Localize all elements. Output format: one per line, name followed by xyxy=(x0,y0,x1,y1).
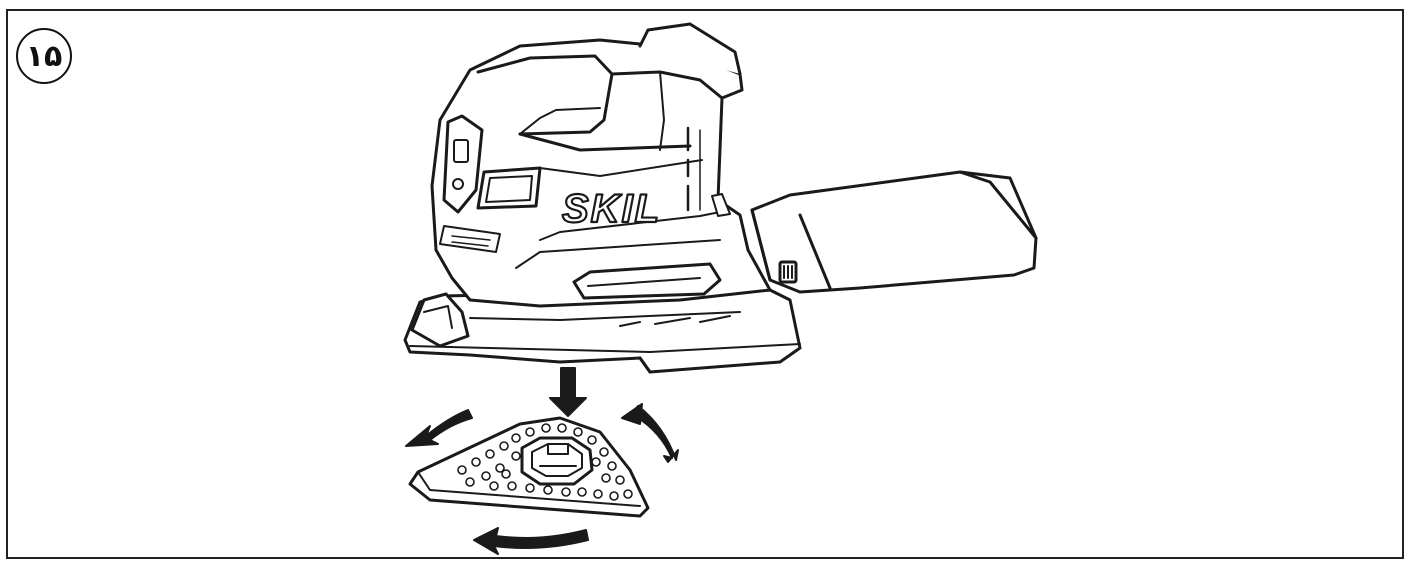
dust-canister xyxy=(750,170,1038,294)
arrow-down-icon xyxy=(549,367,587,417)
front-clamp xyxy=(410,292,470,348)
sander-body xyxy=(430,22,772,308)
brand-label: SKIL xyxy=(562,187,661,231)
step-number: ۱۵ xyxy=(25,38,63,74)
rotate-arrows-icon xyxy=(405,403,679,555)
sanding-pad xyxy=(408,416,650,518)
step-number-badge: ۱۵ xyxy=(16,28,72,84)
